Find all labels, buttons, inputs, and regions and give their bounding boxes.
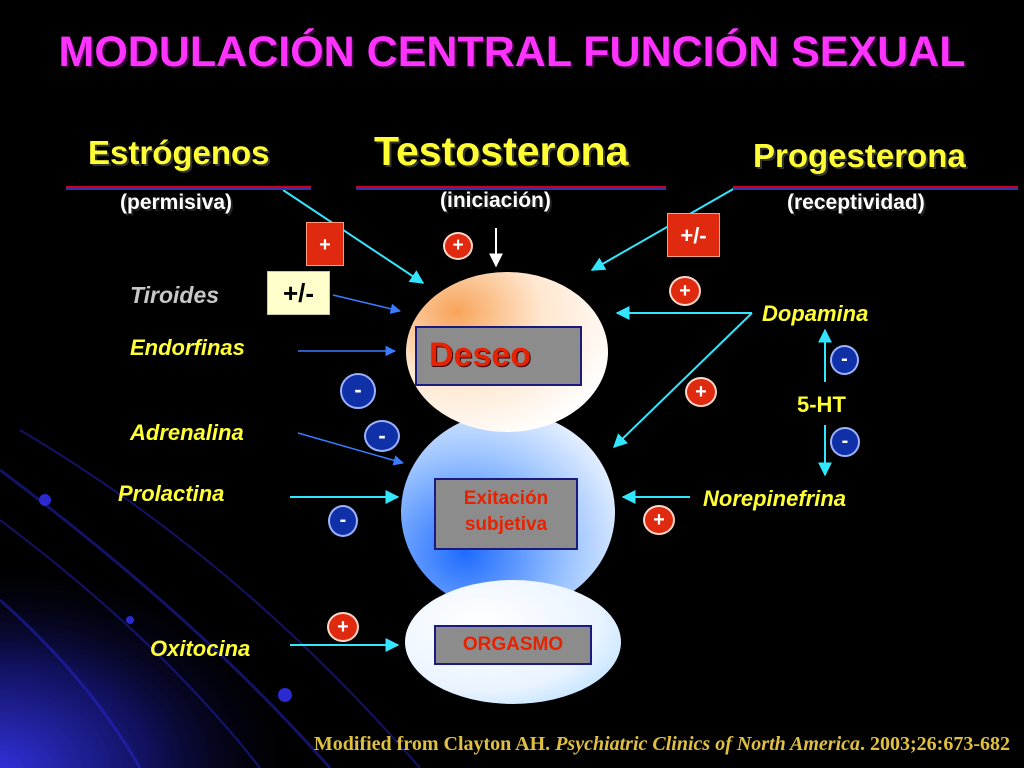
5ht-norepinefrina-effect-badge: - [830,427,860,457]
testosterona-effect-badge: + [443,232,473,260]
deseo-box: Deseo [415,326,582,386]
exitacion-label-line1: Exitación [463,488,549,509]
progesterona-effect-badge: +/- [667,213,720,257]
tiroides-effect-badge: +/- [267,271,330,315]
arrow-adrenalina-exitacion [297,432,405,466]
arrow-dopamina-exitacion [612,312,753,448]
testosterona-role: (iniciación) [440,189,551,212]
tiroides-label: Tiroides [130,282,220,308]
progesterona-label: Progesterona [753,137,966,174]
endorfinas-effect-badge: - [340,373,376,409]
oxitocina-label: Oxitocina [150,636,251,661]
norepinefrina-label: Norepinefrina [703,486,847,511]
oxitocina-effect-badge: + [327,612,359,642]
testosterona-label: Testosterona [374,128,629,174]
deseo-label: Deseo [429,336,532,374]
adrenalina-effect-badge: - [364,420,400,452]
arrow-progesterona-deseo [590,187,736,271]
arrow-tiroides-deseo [332,294,402,314]
citation-prefix: Modified from Clayton AH. [313,733,556,755]
norepinefrina-effect-badge: + [643,505,675,535]
exitacion-label-line2: subjetiva [464,514,548,535]
citation-journal: Psychiatric Clinics of North America [555,733,861,755]
prolactina-label: Prolactina [118,481,225,506]
exitacion-box: Exitación subjetiva [434,478,578,550]
citation: Modified from Clayton AH. Psychiatric Cl… [0,733,1010,756]
arrow-estrogenos-deseo [282,189,425,284]
endorfinas-label: Endorfinas [130,335,245,360]
dopamina-exitacion-effect-badge: + [685,377,717,407]
5ht-label: 5-HT [797,392,846,417]
dopamina-label: Dopamina [762,301,869,326]
citation-suffix: . 2003;26:673-682 [860,733,1010,755]
orgasmo-box: ORGASMO [434,625,592,665]
estrogenos-label: Estrógenos [88,134,270,171]
orgasmo-label: ORGASMO [462,634,564,655]
estrogenos-underline [66,186,311,188]
slide-title: MODULACIÓN CENTRAL FUNCIÓN SEXUAL [58,28,966,76]
5ht-dopamina-effect-badge: - [830,345,859,375]
estrogenos-role: (permisiva) [120,191,233,214]
adrenalina-label: Adrenalina [130,420,244,445]
estrogenos-effect-badge: + [306,222,344,266]
dopamina-deseo-effect-badge: + [669,276,701,306]
progesterona-role: (receptividad) [787,191,925,214]
prolactina-effect-badge: - [328,505,358,537]
testosterona-underline [356,186,666,188]
progesterona-underline [733,186,1018,188]
